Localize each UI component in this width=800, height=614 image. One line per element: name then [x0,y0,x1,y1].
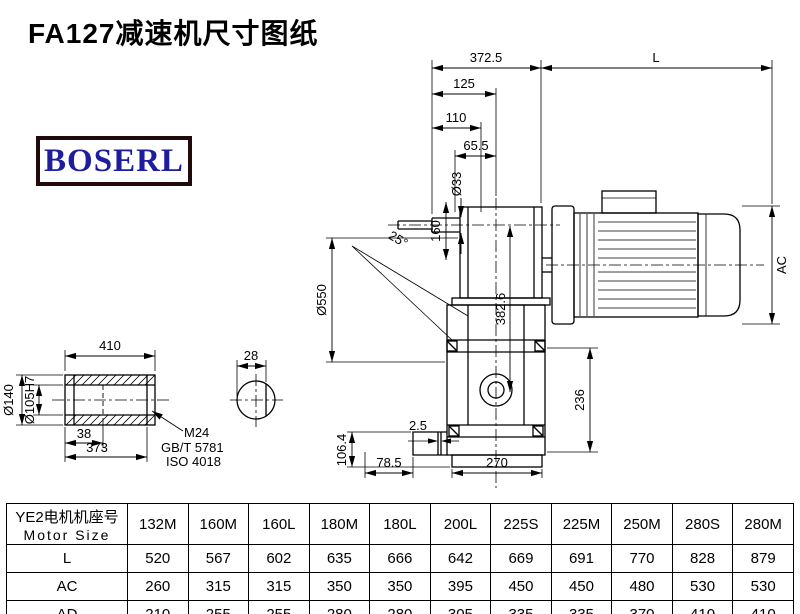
table-row-ad: AD 210 255 255 280 280 305 335 335 370 4… [6,600,794,614]
dim-106-4-label: 106.4 [334,434,349,467]
cell: 280 [308,600,371,614]
dim-110-label: 110 [446,110,467,125]
cell: 255 [187,600,250,614]
standard-iso-label: ISO 4018 [166,454,221,469]
dim-motor-length-label: L [652,50,659,65]
dim-ac-label: AC [774,256,789,274]
col-header-180l: 180L [369,503,431,545]
dim-output-shaft-dia-label: Ø33 [449,172,464,197]
cell: 635 [308,544,371,573]
gearbox-main-view [388,198,764,488]
cell: 530 [732,572,794,601]
dim-shaft-length-label: 410 [99,338,121,353]
page-title: FA127减速机尺寸图纸 [28,18,319,49]
motor-size-header-en: Motor Size [23,526,111,543]
dim-65-5-label: 65.5 [463,138,488,153]
row-label-l: L [6,544,128,573]
table-header-row: YE2电机机座号 Motor Size 132M 160M 160L 180M … [6,503,794,545]
fan-cover [697,213,741,317]
col-header-225m: 225M [550,503,613,545]
dim-38-label: 38 [77,426,91,441]
standard-gb-label: GB/T 5781 [161,440,224,455]
col-header-250m: 250M [611,503,673,545]
dim-bore-label: Ø105H7 [22,376,37,424]
motor-view [551,190,741,325]
cell: 828 [671,544,734,573]
dim-270-label: 270 [486,455,508,470]
motor-size-table: YE2电机机座号 Motor Size 132M 160M 160L 180M … [6,503,794,614]
col-header-280m: 280M [732,503,794,545]
dim-236-label: 236 [572,389,587,411]
col-header-132m: 132M [127,503,189,545]
cell: 567 [187,544,250,573]
cell: 410 [732,600,794,614]
dim-373-label: 373 [86,440,108,455]
col-header-200l: 200L [429,503,492,545]
flange-bolts [446,340,546,437]
dim-382-6-label: 382.6 [493,293,508,326]
cell: 480 [611,572,673,601]
cell: 602 [248,544,310,573]
dim-shaft-od-label: Ø140 [1,384,16,416]
cell: 520 [127,544,189,573]
cell: 350 [369,572,431,601]
cell: 642 [429,544,492,573]
cell: 691 [550,544,613,573]
motor-size-header-cn: YE2电机机座号 [15,508,119,526]
cell: 879 [732,544,794,573]
cell: 305 [429,600,492,614]
col-header-180m: 180M [308,503,371,545]
dim-125-label: 125 [453,76,475,91]
row-label-ad: AD [6,600,128,614]
cell: 255 [248,600,310,614]
cell: 666 [369,544,431,573]
col-header-280s: 280S [671,503,734,545]
hollow-shaft-section-view [52,374,170,426]
table-row-ac: AC 260 315 315 350 350 395 450 450 480 5… [6,572,794,601]
cell: 530 [671,572,734,601]
cell: 370 [611,600,673,614]
cell: 315 [248,572,310,601]
terminal-box [601,190,657,214]
dim-78-5-label: 78.5 [376,455,401,470]
col-header-160m: 160M [187,503,250,545]
cell: 395 [429,572,492,601]
motor-size-header-cell: YE2电机机座号 Motor Size [6,503,128,545]
dimension-drawing: 410 Ø140 Ø105H7 38 373 M24 GB/T 5781 IS [1,50,789,488]
cell: 450 [490,572,552,601]
cell: 315 [187,572,250,601]
cell: 260 [127,572,189,601]
dim-overall-width-label: 372.5 [470,50,503,65]
cell: 350 [308,572,371,601]
cell: 770 [611,544,673,573]
cell: 335 [490,600,552,614]
col-header-160l: 160L [248,503,310,545]
cell: 335 [550,600,613,614]
boserl-logo: BOSERL [36,136,192,186]
row-label-ac: AC [6,572,128,601]
dim-28-label: 28 [244,348,258,363]
cell: 280 [369,600,431,614]
main-view-dimensions: 372.5 L 125 110 65.5 Ø33 160 25° [314,50,789,478]
dim-angle-label: 25° [386,228,411,251]
table-row-l: L 520 567 602 635 666 642 669 691 770 82… [6,544,794,573]
dim-housing-dia-label: Ø550 [314,284,329,316]
dim-2-5-label: 2.5 [409,418,427,433]
cell: 210 [127,600,189,614]
col-header-225s: 225S [490,503,552,545]
shaft-dimensions: 410 Ø140 Ø105H7 38 373 M24 GB/T 5781 IS [1,338,224,469]
cell: 410 [671,600,734,614]
cell: 450 [550,572,613,601]
shaft-cross-section-view: 28 [230,348,283,427]
thread-callout-label: M24 [184,425,209,440]
dim-160-label: 160 [428,220,443,242]
cell: 669 [490,544,552,573]
boserl-logo-text: BOSERL [44,142,184,179]
